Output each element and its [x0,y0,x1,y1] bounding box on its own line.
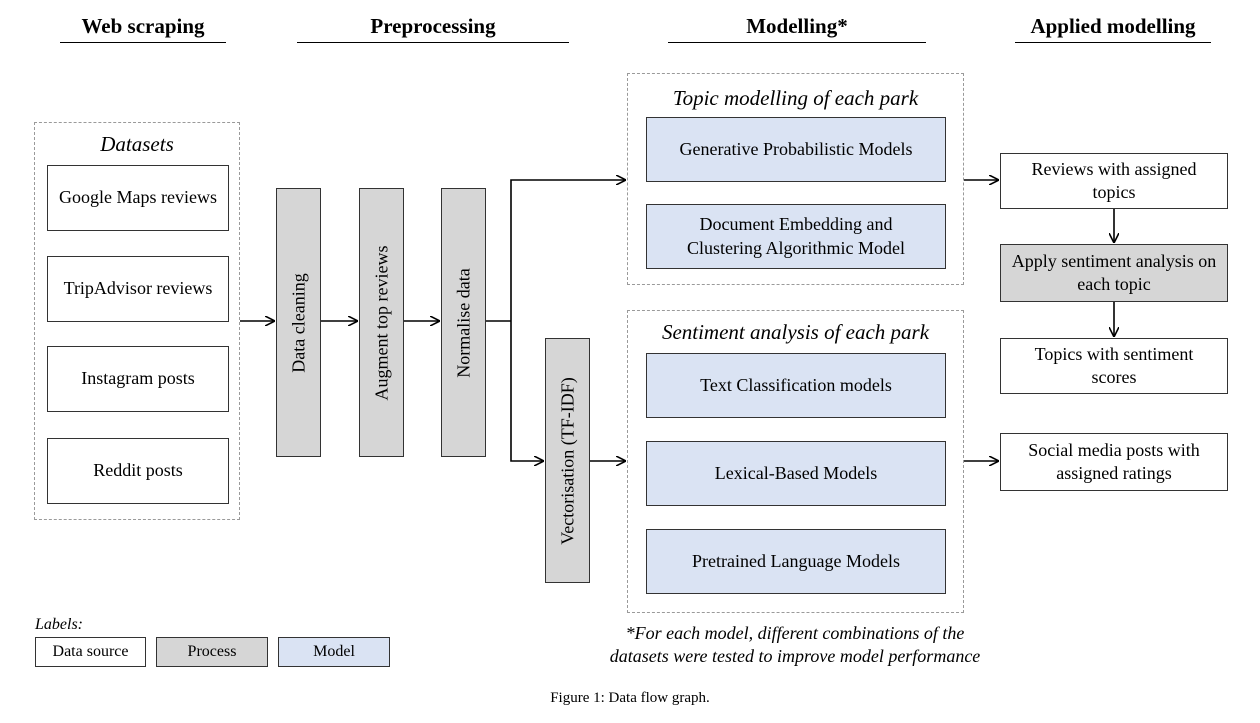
output-topics-sentiment: Topics with sentiment scores [1000,338,1228,394]
model-lexical-based: Lexical-Based Models [646,441,946,506]
model-pretrained-language: Pretrained Language Models [646,529,946,594]
legend-title: Labels: [35,616,83,633]
output-reviews-topics: Reviews with assigned topics [1000,153,1228,209]
step-normalise-data: Normalise data [441,188,486,457]
header-modelling: Modelling* [746,14,848,38]
arrow-to-vectorisation [510,321,543,461]
header-applied-modelling-underline [1015,42,1211,43]
arrow-to-topic-modelling [510,180,625,321]
footnote-line1: *For each model, different combinations … [625,623,965,643]
sentiment-analysis-title: Sentiment analysis of each park [661,320,930,344]
header-web-scraping: Web scraping [81,14,205,38]
legend-process: Process [156,637,268,667]
topic-modelling-group [627,73,964,285]
datasets-title: Datasets [100,132,174,156]
model-document-embedding: Document Embedding and Clustering Algori… [646,204,946,269]
dataset-tripadvisor: TripAdvisor reviews [47,256,229,322]
figure-caption: Figure 1: Data flow graph. [550,690,710,706]
header-preprocessing: Preprocessing [370,14,496,38]
model-generative-probabilistic: Generative Probabilistic Models [646,117,946,182]
dataset-google-maps: Google Maps reviews [47,165,229,231]
model-text-classification: Text Classification models [646,353,946,418]
topic-modelling-title: Topic modelling of each park [672,86,919,110]
datasets-group [34,122,240,520]
header-preprocessing-underline [297,42,569,43]
output-social-media-ratings: Social media posts with assigned ratings [1000,433,1228,491]
header-web-scraping-underline [60,42,226,43]
header-modelling-underline [668,42,926,43]
legend-data-source: Data source [35,637,146,667]
dataset-reddit: Reddit posts [47,438,229,504]
step-augment-top-reviews: Augment top reviews [359,188,404,457]
header-applied-modelling: Applied modelling [1030,14,1196,38]
step-vectorisation: Vectorisation (TF-IDF) [545,338,590,583]
legend-model: Model [278,637,390,667]
step-data-cleaning: Data cleaning [276,188,321,457]
sentiment-analysis-group [627,310,964,613]
dataset-instagram: Instagram posts [47,346,229,412]
footnote-line2: datasets were tested to improve model pe… [609,646,981,666]
process-apply-sentiment: Apply sentiment analysis on each topic [1000,244,1228,302]
